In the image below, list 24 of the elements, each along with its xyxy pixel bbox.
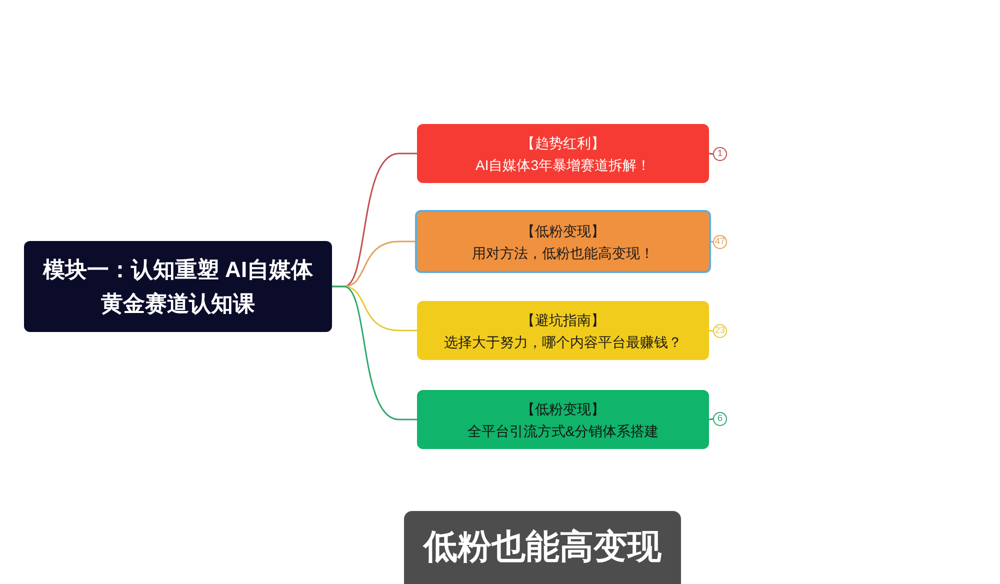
topic-text: 全平台引流方式&分销体系搭建 xyxy=(467,422,659,440)
topic-box xyxy=(417,390,709,449)
count-badge: 6 xyxy=(713,412,727,426)
connector-line xyxy=(708,152,714,155)
topic-heading: 【趋势红利】 xyxy=(521,134,605,152)
topic-heading: 【低粉变现】 xyxy=(521,222,605,240)
topic-heading: 【避坑指南】 xyxy=(521,310,605,330)
connector-line xyxy=(710,240,714,243)
count-badge: 47 xyxy=(713,235,727,249)
topic-heading: 【低粉变现】 xyxy=(521,400,605,418)
topic-text: 选择大于努力，哪个内容平台最赚钱？ xyxy=(444,332,682,352)
topic-box xyxy=(24,241,332,332)
topic-box xyxy=(417,301,709,360)
topic-text: 模块一：认知重塑 AI自媒体黄金赛道认知课 xyxy=(42,256,314,318)
count-badge: 23 xyxy=(713,324,727,338)
connector-line xyxy=(708,330,714,332)
connector-line xyxy=(708,418,714,420)
topic-text: AI自媒体3年暴增赛道拆解！ xyxy=(475,156,650,174)
topic-box xyxy=(415,210,711,273)
topic-text: 用对方法，低粉也能高变现！ xyxy=(472,244,654,262)
topic-box xyxy=(417,124,709,183)
subtitle-caption: 低粉也能高变现 xyxy=(404,511,681,584)
connector-line xyxy=(332,286,417,420)
count-badge: 1 xyxy=(713,147,727,161)
